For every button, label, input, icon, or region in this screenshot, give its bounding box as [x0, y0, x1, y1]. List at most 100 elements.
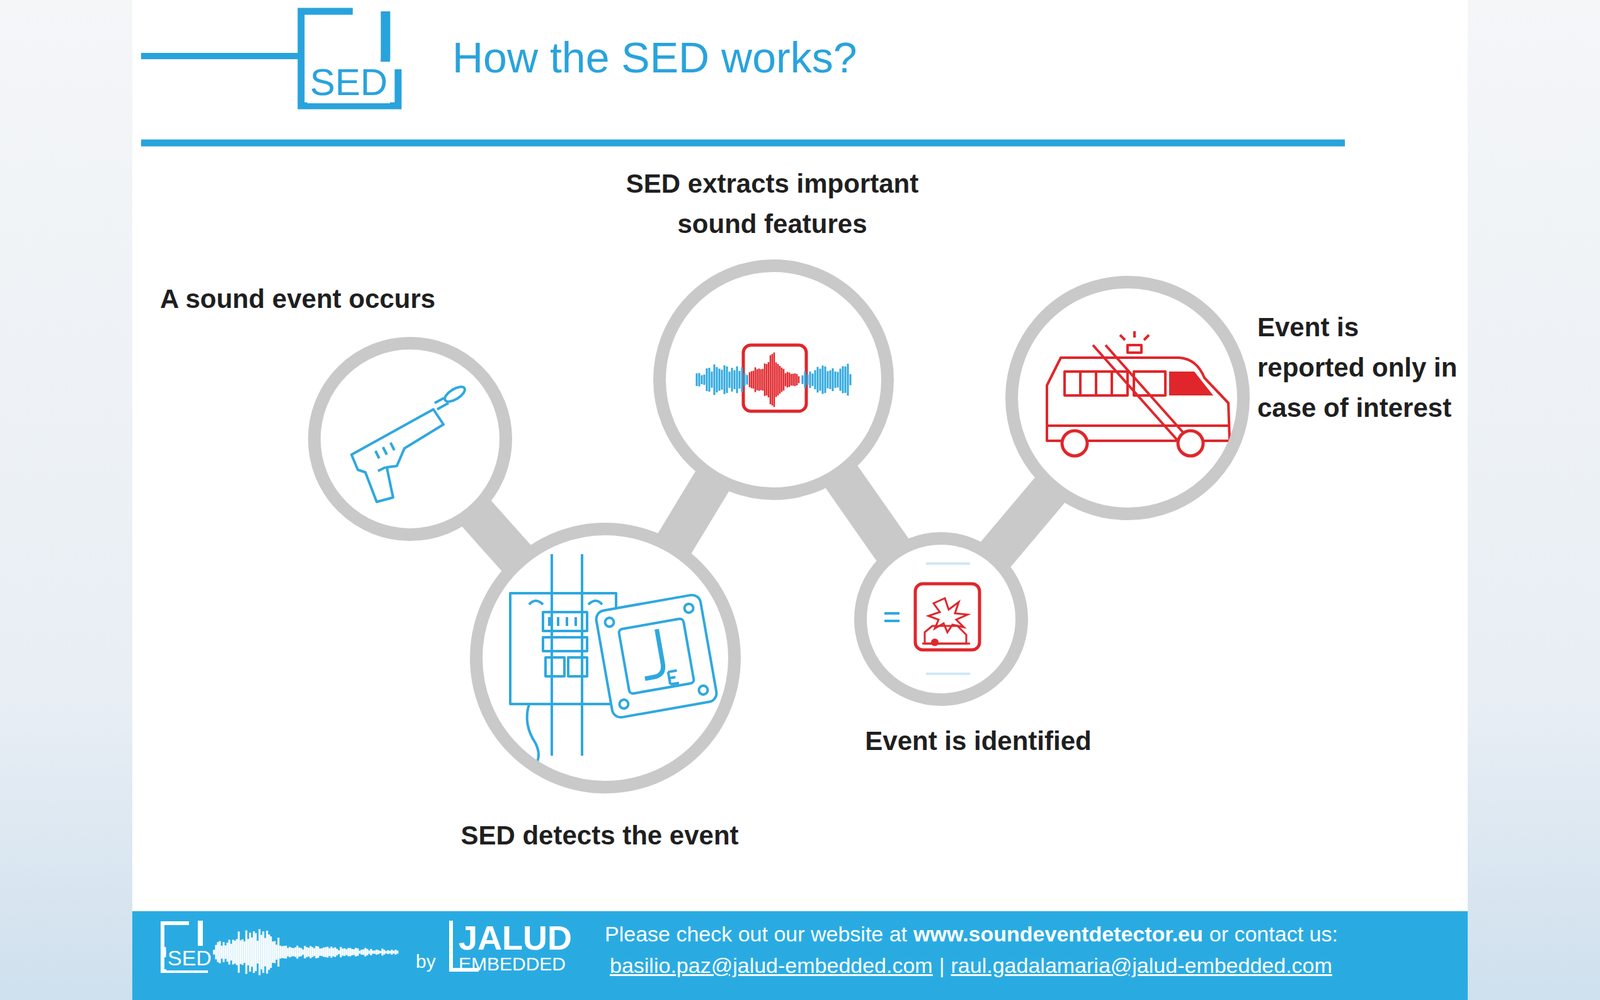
connector-band [839, 473, 896, 554]
wave-bar [294, 947, 297, 957]
wave-bar [748, 372, 751, 388]
wave-bar [760, 369, 763, 390]
wave-bar [347, 948, 350, 957]
wave-bar [718, 368, 721, 391]
wave-bar [228, 939, 231, 965]
header-rule [141, 52, 302, 60]
waveform-icon [696, 345, 851, 412]
wave-bar [786, 372, 789, 389]
email-link: raul.gadalamaria@jalud-embedded.com [951, 953, 1333, 979]
wave-bar [345, 949, 348, 955]
wave-bar [221, 946, 223, 960]
wave-bar [366, 949, 369, 956]
wave-bar [289, 947, 292, 959]
stage-label: Event is identified [864, 721, 1092, 762]
wave-bar [746, 374, 749, 385]
wave-bar [224, 945, 227, 959]
title-text: How the SED works? [452, 32, 857, 82]
footer-line: basilio.paz@jalud-embedded.com|raul.gada… [609, 953, 1339, 979]
wave-bar [832, 368, 835, 392]
wave-bar [834, 371, 837, 389]
wave-bar [255, 933, 258, 972]
wave-bar [383, 949, 386, 955]
wave-bar [764, 363, 766, 397]
wave-bar [758, 368, 761, 391]
wave-bar [376, 949, 378, 955]
wave-bar [343, 948, 346, 957]
wave-bar [790, 374, 793, 387]
wave-bar [769, 355, 772, 405]
wave-bar [798, 376, 800, 383]
wave-bar [257, 941, 259, 964]
wave-bar [285, 946, 288, 960]
wave-bar [733, 370, 736, 390]
wave-bar [219, 941, 222, 964]
wave-bar [336, 949, 339, 956]
wave-bar [847, 364, 850, 397]
wave-bar [308, 948, 310, 957]
wave-bar [309, 946, 312, 959]
wave-bar [711, 371, 714, 389]
wave-bar [302, 949, 305, 955]
wave-bar [232, 939, 235, 965]
wave-bar [262, 931, 265, 974]
wave-bar [381, 948, 384, 956]
wave-bar [260, 934, 263, 970]
wave-bar [824, 366, 827, 394]
wave-bar [708, 367, 711, 392]
wave-bar [377, 950, 380, 955]
wave-bar [368, 950, 371, 954]
connector-band [473, 510, 520, 562]
wave-bar [266, 931, 269, 974]
wave-bar [311, 947, 314, 958]
wave-bar [819, 369, 822, 392]
wave-bar [809, 371, 812, 389]
wave-bar [781, 367, 783, 393]
footer-text: Please check out our website at [604, 922, 908, 947]
wave-bar [258, 929, 261, 976]
wave-bar [281, 946, 284, 959]
connector [473, 510, 520, 562]
stage-circle: A sound event occurs [308, 337, 513, 542]
wave-bar [274, 941, 276, 964]
wave-bar [754, 367, 757, 392]
connector [672, 477, 715, 549]
wave-bar [794, 373, 797, 387]
connector [993, 486, 1054, 558]
wave-bar [304, 946, 307, 959]
wave-bar [393, 951, 395, 955]
wave-bar [342, 948, 344, 956]
wave-bar [338, 950, 341, 955]
stage-circle: SED extracts important sound features [653, 259, 894, 501]
wave-bar [238, 931, 240, 973]
wave-bar [215, 945, 218, 960]
connector-band [672, 477, 715, 549]
wave-bar [701, 375, 703, 385]
wave-bar [279, 946, 282, 960]
connector [839, 473, 896, 554]
wave-bar [801, 375, 804, 385]
wave-bar [325, 947, 327, 958]
website-link: www.soundeventdetector.eu [913, 922, 1204, 947]
footer-waveform [165, 929, 398, 976]
stage-circle: Event is reported only in case of intere… [1005, 275, 1250, 521]
wave-bar [736, 366, 739, 394]
wave-bar [385, 951, 388, 954]
wave-bar [389, 951, 392, 954]
wave-bar [270, 936, 273, 969]
stage-circle: Event is identified [854, 532, 1029, 707]
wave-bar [277, 937, 280, 967]
sed-logo [301, 11, 399, 106]
wave-bar [775, 362, 778, 398]
wave-bar [731, 367, 734, 392]
company-subname: EMBEDDED [458, 953, 566, 976]
wave-bar [849, 374, 852, 386]
wave-bar [842, 366, 845, 394]
wave-bar [837, 372, 840, 389]
wave-bar [372, 950, 375, 954]
wave-bar [241, 939, 244, 966]
wave-bar [779, 365, 782, 394]
wave-bar [387, 950, 390, 955]
wave-bar [391, 949, 394, 955]
wave-bar [226, 942, 229, 962]
